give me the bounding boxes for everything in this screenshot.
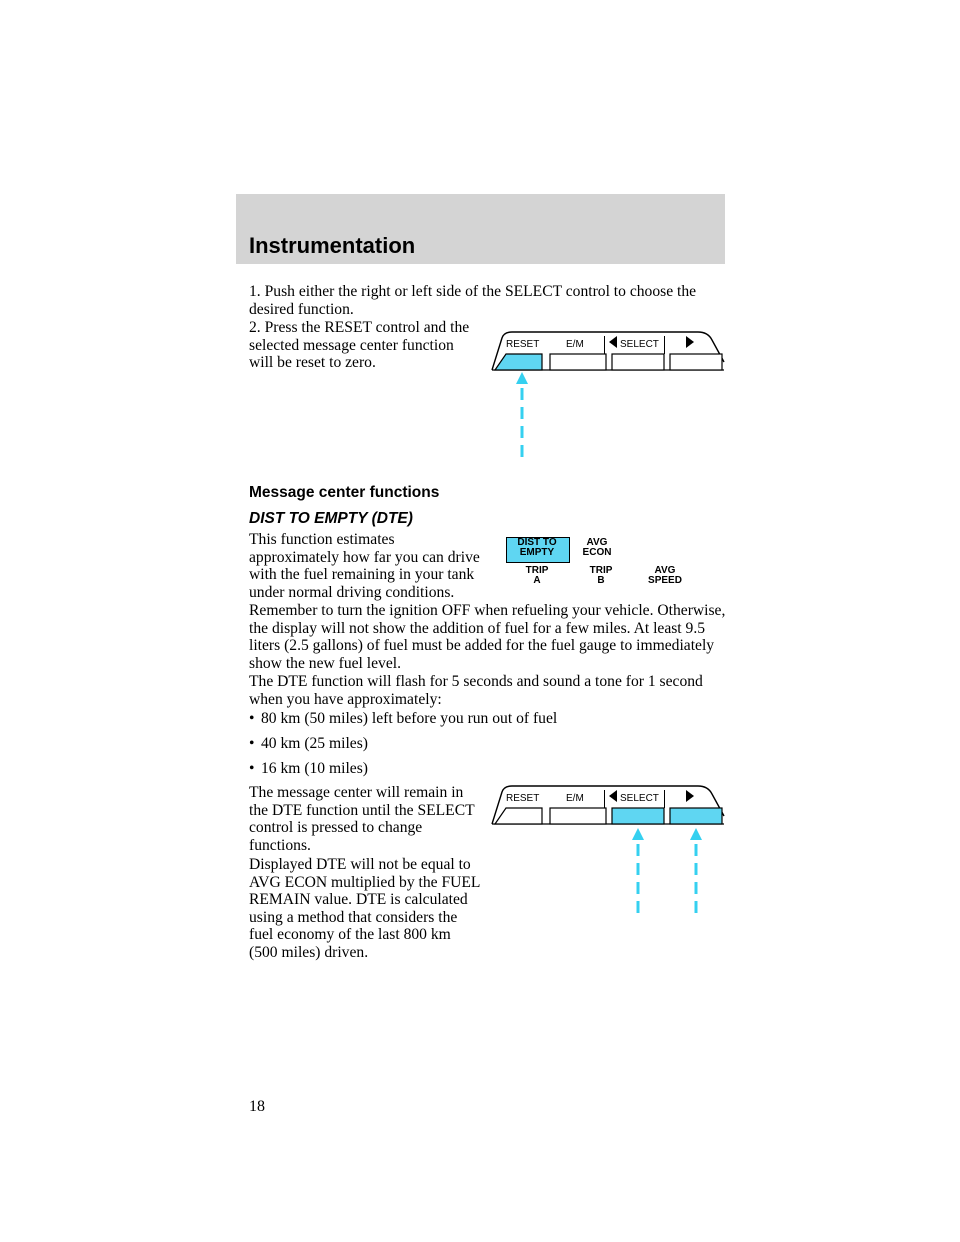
trip-a-line2: A	[533, 575, 541, 586]
paragraph-remain-dte: The message center will remain in the DT…	[249, 784, 475, 854]
select-left-arrow-icon	[609, 790, 617, 802]
reset-button[interactable]	[493, 353, 543, 371]
bullet-glyph: •	[249, 710, 255, 727]
bullet-item: • 16 km (10 miles)	[249, 760, 368, 778]
section-heading: Message center functions	[249, 484, 440, 501]
reset-label: RESET	[506, 793, 539, 804]
avg-speed-line2: SPEED	[648, 575, 682, 586]
trip-b-line2: B	[597, 575, 605, 586]
em-label: E/M	[566, 793, 584, 804]
pointer-arrow-icon	[632, 828, 644, 840]
bullet-text: 40 km (25 miles)	[261, 735, 368, 752]
select-right-button[interactable]	[669, 353, 723, 371]
section-title: Instrumentation	[249, 233, 416, 258]
reset-control-figure: RESET E/M SELECT	[491, 331, 725, 462]
bullet-text: 16 km (10 miles)	[261, 760, 368, 777]
em-button[interactable]	[549, 807, 607, 825]
paragraph-refueling: Remember to turn the ignition OFF when r…	[249, 602, 726, 672]
paragraph-dte-intro: This function estimates approximately ho…	[249, 531, 480, 601]
trip-a-line1: TRIP	[525, 565, 549, 576]
paragraph-step-2: 2. Press the RESET control and the selec…	[249, 319, 470, 372]
page-number: 18	[249, 1098, 265, 1115]
select-label: SELECT	[620, 339, 659, 350]
pointer-arrow-icon	[690, 828, 702, 840]
message-center-display: DIST TO EMPTY AVG ECON TRIP A TRIP B AVG…	[504, 536, 716, 590]
dist-to-empty-line1: DIST TO	[517, 537, 557, 548]
select-left-button[interactable]	[611, 807, 665, 825]
bullet-text: 80 km (50 miles) left before you run out…	[261, 710, 558, 727]
select-right-arrow-icon	[686, 790, 694, 802]
bullet-glyph: •	[249, 760, 255, 777]
bullet-item: • 80 km (50 miles) left before you run ou…	[249, 710, 557, 728]
bullet-glyph: •	[249, 735, 255, 752]
section-header-band: Instrumentation	[236, 194, 725, 264]
paragraph-flash-tone: The DTE function will flash for 5 second…	[249, 673, 703, 708]
pointer-arrow-icon	[516, 372, 528, 384]
reset-label: RESET	[506, 339, 539, 350]
select-control-figure: RESET E/M SELECT	[491, 785, 725, 920]
select-left-arrow-icon	[609, 336, 617, 348]
select-right-button[interactable]	[669, 807, 723, 825]
avg-speed-line1: AVG	[654, 565, 676, 576]
paragraph-step-1: 1. Push either the right or left side of…	[249, 283, 697, 318]
bullet-item: • 40 km (25 miles)	[249, 735, 368, 753]
avg-econ-line1: AVG	[586, 537, 608, 548]
reset-button[interactable]	[493, 807, 543, 825]
em-button[interactable]	[549, 353, 607, 371]
select-right-arrow-icon	[686, 336, 694, 348]
avg-econ-line2: ECON	[582, 547, 612, 558]
em-label: E/M	[566, 339, 584, 350]
dist-to-empty-highlight	[506, 537, 570, 563]
dist-to-empty-line2: EMPTY	[519, 547, 555, 558]
trip-b-line1: TRIP	[589, 565, 613, 576]
subsection-heading: DIST TO EMPTY (DTE)	[249, 510, 413, 527]
select-label: SELECT	[620, 793, 659, 804]
select-left-button[interactable]	[611, 353, 665, 371]
paragraph-dte-calculation: Displayed DTE will not be equal to AVG E…	[249, 856, 480, 961]
